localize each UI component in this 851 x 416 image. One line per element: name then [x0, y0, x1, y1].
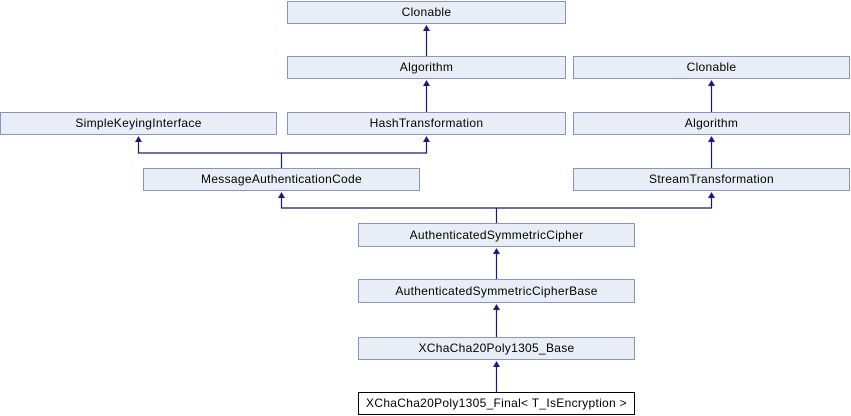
class-node-label: MessageAuthenticationCode [201, 172, 362, 186]
class-node-clonable-top[interactable]: Clonable [287, 1, 566, 24]
class-node-simple-keying-interface[interactable]: SimpleKeyingInterface [0, 112, 277, 135]
class-node-label: AuthenticatedSymmetricCipherBase [395, 283, 598, 298]
class-node-message-authentication-code[interactable]: MessageAuthenticationCode [143, 168, 420, 191]
class-node-label: Clonable [686, 60, 737, 74]
class-node-label: HashTransformation [369, 116, 484, 130]
class-node-xchacha20poly1305-final: XChaCha20Poly1305_Final< T_IsEncryption … [358, 392, 635, 415]
class-node-stream-transformation[interactable]: StreamTransformation [573, 168, 850, 191]
edge-arrowhead-icon [493, 361, 500, 367]
class-node-label: SimpleKeyingInterface [75, 116, 202, 130]
class-node-clonable-right[interactable]: Clonable [573, 56, 850, 79]
class-node-algorithm-left[interactable]: Algorithm [287, 56, 566, 79]
class-node-label: Algorithm [399, 60, 454, 74]
edge-arrowhead-icon [708, 192, 715, 198]
class-node-xchacha20poly1305-base[interactable]: XChaCha20Poly1305_Base [358, 337, 635, 360]
edge-arrowhead-icon [278, 192, 285, 198]
class-node-label: Clonable [401, 5, 452, 19]
edge-arrowhead-icon [423, 25, 430, 31]
edge-arrowhead-icon [493, 248, 500, 254]
class-node-label: Algorithm [684, 116, 739, 130]
edge-arrowhead-icon [135, 136, 142, 142]
class-node-hash-transformation[interactable]: HashTransformation [287, 112, 566, 135]
edge-arrowhead-icon [493, 304, 500, 310]
edge-arrowhead-icon [708, 136, 715, 142]
class-node-label: XChaCha20Poly1305_Base [418, 341, 575, 355]
class-node-label: StreamTransformation [649, 172, 774, 186]
edge-arrowhead-icon [423, 136, 430, 142]
class-node-algorithm-right[interactable]: Algorithm [573, 112, 850, 135]
class-node-authenticated-symmetric-cipher-base[interactable]: AuthenticatedSymmetricCipherBase [358, 279, 635, 303]
edge-arrowhead-icon [708, 80, 715, 86]
class-node-label: AuthenticatedSymmetricCipher [409, 227, 584, 242]
class-node-authenticated-symmetric-cipher[interactable]: AuthenticatedSymmetricCipher [358, 223, 635, 247]
class-node-label: XChaCha20Poly1305_Final< T_IsEncryption … [366, 396, 627, 410]
edge-arrowhead-icon [423, 80, 430, 86]
